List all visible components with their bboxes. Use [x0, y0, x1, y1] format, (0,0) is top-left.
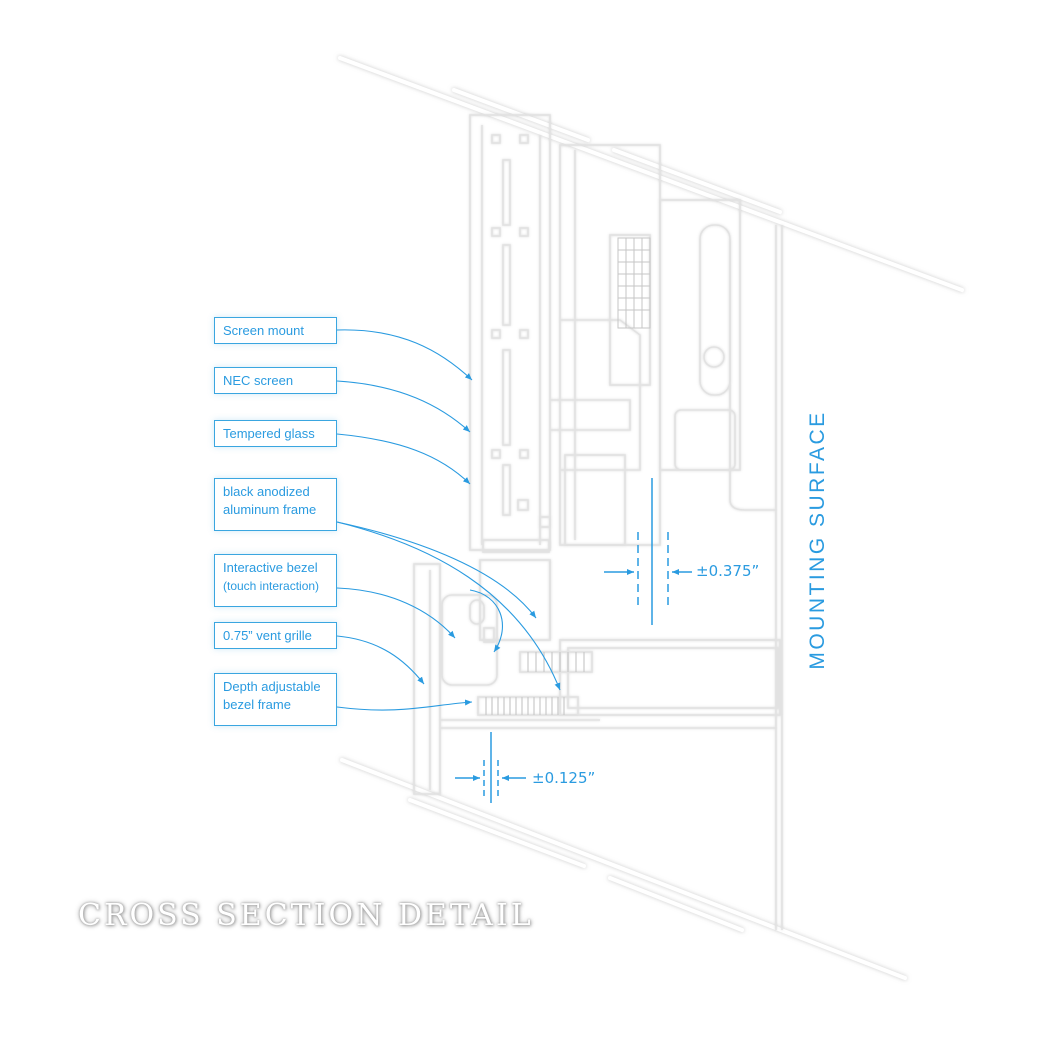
callout-interactive-bezel: Interactive bezel (touch interaction): [214, 554, 337, 607]
callout-label-line-2: bezel frame: [223, 697, 291, 712]
assembly-outline: [413, 114, 783, 930]
leader-depth: [336, 699, 473, 711]
callout-label: NEC screen: [223, 373, 294, 388]
callout-label-line-1: Depth adjustable: [223, 679, 321, 694]
callout-depth-bezel-frame: Depth adjustable bezel frame: [214, 673, 337, 726]
callout-label-line-1: Interactive bezel: [223, 560, 318, 575]
screw-threads: [485, 652, 585, 715]
leader-screen-mount: [336, 329, 473, 381]
leader-frame-b: [336, 521, 561, 691]
callout-label: Tempered glass: [223, 426, 315, 441]
callout-label: 0.75” vent grille: [223, 628, 312, 643]
dimension-lower: [455, 732, 526, 803]
callout-aluminum-frame: black anodized aluminum frame: [214, 478, 337, 531]
dimension-label-upper: ±0.375”: [696, 562, 760, 580]
callout-label-line-2: (touch interaction): [223, 579, 320, 593]
callout-label-line-2: aluminum frame: [223, 502, 317, 517]
dimension-label-lower: ±0.125”: [532, 769, 596, 787]
mounting-surface-label: MOUNTING SURFACE: [806, 410, 829, 670]
dimension-upper: [604, 478, 692, 625]
callout-label: Screen mount: [223, 323, 304, 338]
section-break-lines: [338, 56, 964, 980]
drawing-title: CROSS SECTION DETAIL: [78, 898, 534, 933]
connector-block: [617, 237, 651, 329]
leader-bezel: [336, 587, 456, 639]
callout-screen-mount: Screen mount: [214, 317, 337, 344]
callout-vent-grille: 0.75” vent grille: [214, 622, 337, 649]
callout-label-line-1: black anodized: [223, 484, 310, 499]
leader-nec-screen: [336, 380, 471, 433]
leader-frame-a: [336, 521, 537, 619]
leader-tempered-glass: [336, 433, 471, 485]
callout-tempered-glass: Tempered glass: [214, 420, 337, 447]
callout-nec-screen: NEC screen: [214, 367, 337, 394]
leader-arrows: [336, 329, 561, 711]
leader-vent: [336, 635, 425, 685]
leader-bezel-b: [469, 589, 503, 653]
